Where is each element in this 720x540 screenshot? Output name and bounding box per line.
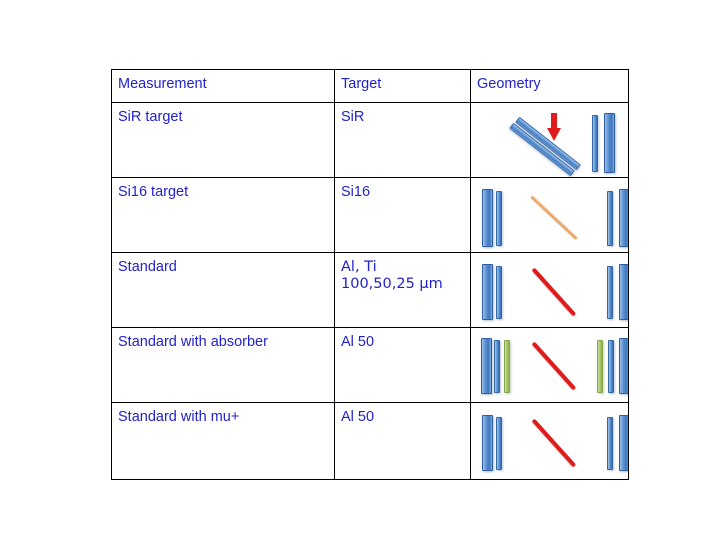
- cell-target: Si16: [334, 177, 471, 253]
- detector-bar-right-thin: [608, 340, 614, 393]
- measurement-label: Standard with mu+: [118, 409, 240, 425]
- cell-geometry: [470, 177, 629, 253]
- detector-bar-left-thin: [496, 417, 502, 470]
- detector-bar-right-thick: [619, 189, 628, 247]
- target-diagonal-red: [531, 418, 577, 468]
- detector-bar-left-thin: [496, 266, 502, 319]
- detector-bar-right-thick: [604, 113, 615, 173]
- cell-target: Al 50: [334, 402, 471, 480]
- arrow-shaft: [551, 113, 557, 130]
- cell-measurement: Standard with mu+: [111, 402, 335, 480]
- detector-bar-right-thin: [607, 417, 613, 470]
- detector-bar-left-thin: [496, 191, 502, 246]
- header-cell-geometry: Geometry: [470, 69, 629, 103]
- detector-bar-right-thick: [619, 415, 628, 471]
- beam-arrow-icon: [547, 113, 561, 143]
- geometry-diagram-absorber: [477, 334, 628, 402]
- cell-geometry: [470, 102, 629, 178]
- target-label: Al 50: [341, 409, 375, 425]
- target-label: Al 50: [341, 334, 375, 350]
- measurement-label: Standard: [118, 259, 177, 275]
- cell-target: Al, Ti 100,50,25 μm: [334, 252, 471, 328]
- geometry-diagram-si16: [477, 184, 628, 252]
- cell-target: Al 50: [334, 327, 471, 403]
- detector-bar-right-thick: [619, 338, 628, 394]
- arrow-head: [547, 128, 561, 141]
- header-cell-target: Target: [334, 69, 471, 103]
- cell-geometry: [470, 402, 629, 480]
- target-slab-blue-upper: [509, 122, 575, 177]
- header-cell-measurement: Measurement: [111, 69, 335, 103]
- detector-bar-left-thick: [482, 415, 493, 471]
- measurement-geometry-table: Measurement Target Geometry SiR target S…: [111, 69, 629, 480]
- header-label-measurement: Measurement: [118, 76, 207, 92]
- geometry-diagram-standard: [477, 259, 628, 327]
- absorber-bar-left-green: [504, 340, 510, 393]
- target-diagonal-red: [531, 341, 577, 391]
- table-header-row: Measurement Target Geometry: [111, 69, 629, 103]
- detector-bar-right-thick: [619, 264, 628, 320]
- measurement-label: Si16 target: [118, 184, 189, 200]
- target-label: Si16: [341, 184, 371, 200]
- table-row: Standard with absorber Al 50: [111, 327, 629, 403]
- cell-target: SiR: [334, 102, 471, 178]
- header-label-target: Target: [341, 76, 382, 92]
- detector-bar-left-thick: [482, 189, 493, 247]
- cell-measurement: SiR target: [111, 102, 335, 178]
- cell-measurement: Standard with absorber: [111, 327, 335, 403]
- detector-bar-left-thick: [482, 264, 493, 320]
- geometry-diagram-siR: [477, 109, 628, 177]
- cell-geometry: [470, 252, 629, 328]
- detector-bar-right-thin: [607, 266, 613, 319]
- detector-bar-right-thin: [592, 115, 598, 172]
- cell-measurement: Standard: [111, 252, 335, 328]
- detector-bar-right-thin: [607, 191, 613, 246]
- geometry-diagram-muplus: [477, 409, 628, 479]
- table-row: SiR target SiR: [111, 102, 629, 178]
- table-row: Standard with mu+ Al 50: [111, 402, 629, 480]
- target-label: Al, Ti 100,50,25 μm: [341, 259, 443, 293]
- measurement-label: Standard with absorber: [118, 334, 268, 350]
- absorber-bar-right-green: [597, 340, 603, 393]
- table-row: Standard Al, Ti 100,50,25 μm: [111, 252, 629, 328]
- header-label-geometry: Geometry: [477, 76, 541, 92]
- target-label: SiR: [341, 109, 365, 125]
- measurement-label: SiR target: [118, 109, 183, 125]
- cell-measurement: Si16 target: [111, 177, 335, 253]
- target-diagonal-red: [531, 267, 577, 317]
- table-row: Si16 target Si16: [111, 177, 629, 253]
- cell-geometry: [470, 327, 629, 403]
- detector-bar-left-thin: [494, 340, 500, 393]
- detector-bar-left-thick: [481, 338, 492, 394]
- target-diagonal-orange: [530, 195, 578, 240]
